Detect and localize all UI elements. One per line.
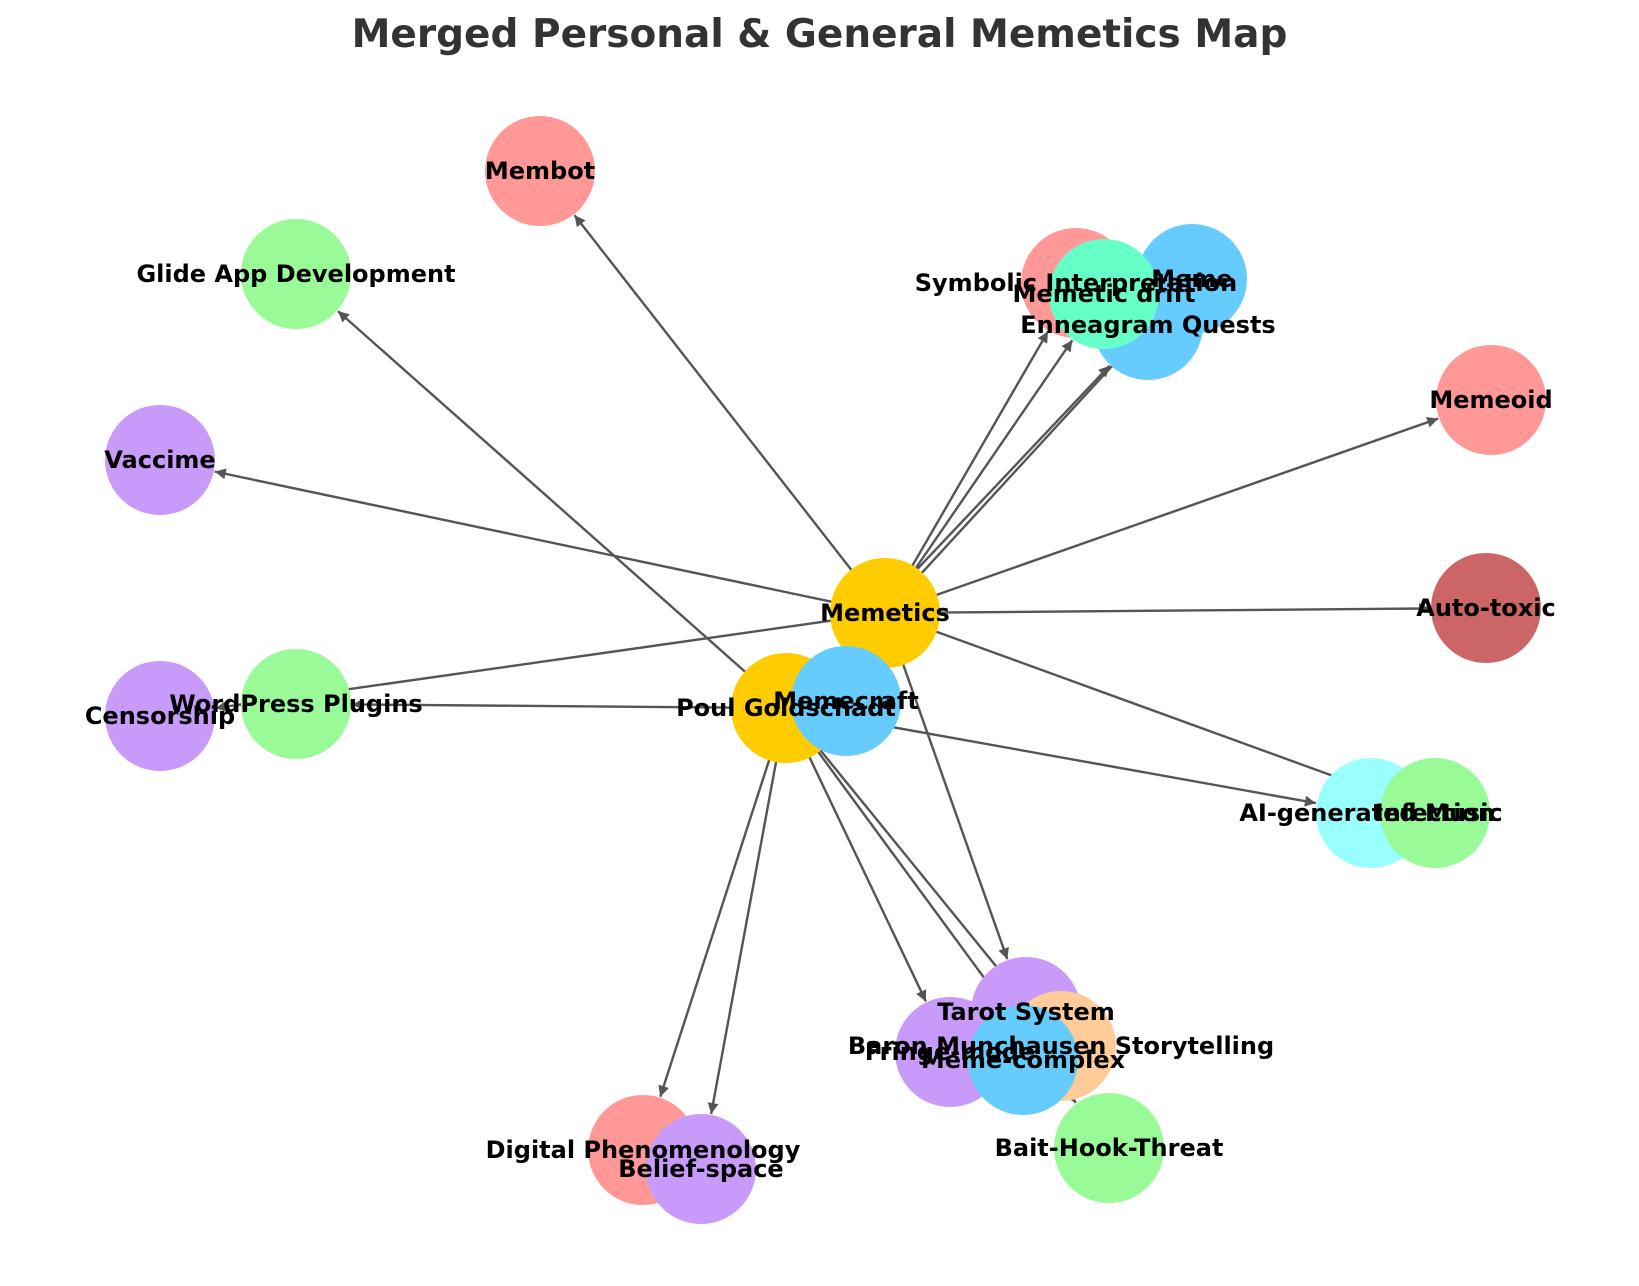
node-label-digital: Digital Phenomenology: [486, 1136, 801, 1164]
node-bait: [1054, 1093, 1164, 1203]
node-membot: [485, 116, 595, 226]
node-label-autotoxic: Auto-toxic: [1416, 594, 1555, 622]
node-label-poul: Poul Goldschadt: [676, 694, 896, 722]
edge-poul-to-baron: [797, 722, 1027, 1004]
edge-poul-to-fringe: [793, 724, 927, 1002]
node-memeoid: [1436, 345, 1546, 455]
node-wordpress: [241, 649, 351, 759]
node-label-censorship: Censorship: [85, 702, 235, 730]
node-autotoxic: [1431, 553, 1541, 663]
edge-poul-to-beliefspace: [707, 726, 784, 1115]
edge-memetics-to-memeoid: [902, 417, 1439, 608]
edge-memetics-to-tarot: [890, 630, 1009, 960]
node-label-infection: Infection: [1375, 799, 1495, 827]
edge-memetics-to-drift: [894, 339, 1074, 598]
node-label-drift: Memetic drift: [1013, 280, 1196, 308]
node-label-aimusic: AI-generated Music: [1239, 799, 1502, 827]
edge-memetics-to-infection: [902, 618, 1383, 796]
node-label-baron: Baron Munchausen Storytelling: [848, 1032, 1274, 1060]
node-beliefspace: [646, 1114, 756, 1224]
node-label-wordpress: WordPress Plugins: [169, 690, 422, 718]
node-label-enneagram: Enneagram Quests: [1020, 311, 1275, 339]
node-vaccime: [105, 405, 215, 515]
nodes-layer: [105, 116, 1546, 1224]
edge-poul-to-wordpress: [351, 699, 767, 711]
node-complex: [968, 1005, 1078, 1115]
node-label-bait: Bait-Hook-Threat: [995, 1134, 1224, 1162]
node-label-complex: Meme-complex: [921, 1046, 1126, 1074]
node-censorship: [105, 661, 215, 771]
edge-memetics-to-autotoxic: [904, 603, 1431, 615]
node-glide: [241, 219, 351, 329]
node-infection: [1380, 758, 1490, 868]
node-label-memecraft: Memecraft: [773, 687, 919, 715]
node-label-glide: Glide App Development: [136, 260, 455, 288]
edge-memetics-to-membot: [573, 214, 875, 599]
edge-memetics-to-vaccime: [214, 468, 867, 611]
node-label-membot: Membot: [485, 157, 595, 185]
node-label-beliefspace: Belief-space: [618, 1155, 783, 1183]
node-label-tarot: Tarot System: [937, 998, 1115, 1026]
node-label-symbolic: Symbolic Interpretation: [915, 269, 1237, 297]
node-memecraft: [791, 646, 901, 756]
node-label-fringe: Fringe-mode: [865, 1038, 1035, 1066]
edge-memetics-to-meme: [897, 319, 1155, 600]
edge-poul-to-glide: [337, 310, 773, 697]
node-memetics: [830, 558, 940, 668]
node-label-memetics: Memetics: [820, 599, 950, 627]
node-drift: [1049, 239, 1159, 349]
node-label-vaccime: Vaccime: [104, 446, 215, 474]
chart-title: Merged Personal & General Memetics Map: [351, 12, 1288, 57]
node-label-meme: Meme: [1151, 265, 1232, 293]
edge-memetics-to-symbolic: [893, 330, 1049, 597]
edge-poul-to-digital: [658, 725, 782, 1098]
node-label-memeoid: Memeoid: [1429, 386, 1552, 414]
